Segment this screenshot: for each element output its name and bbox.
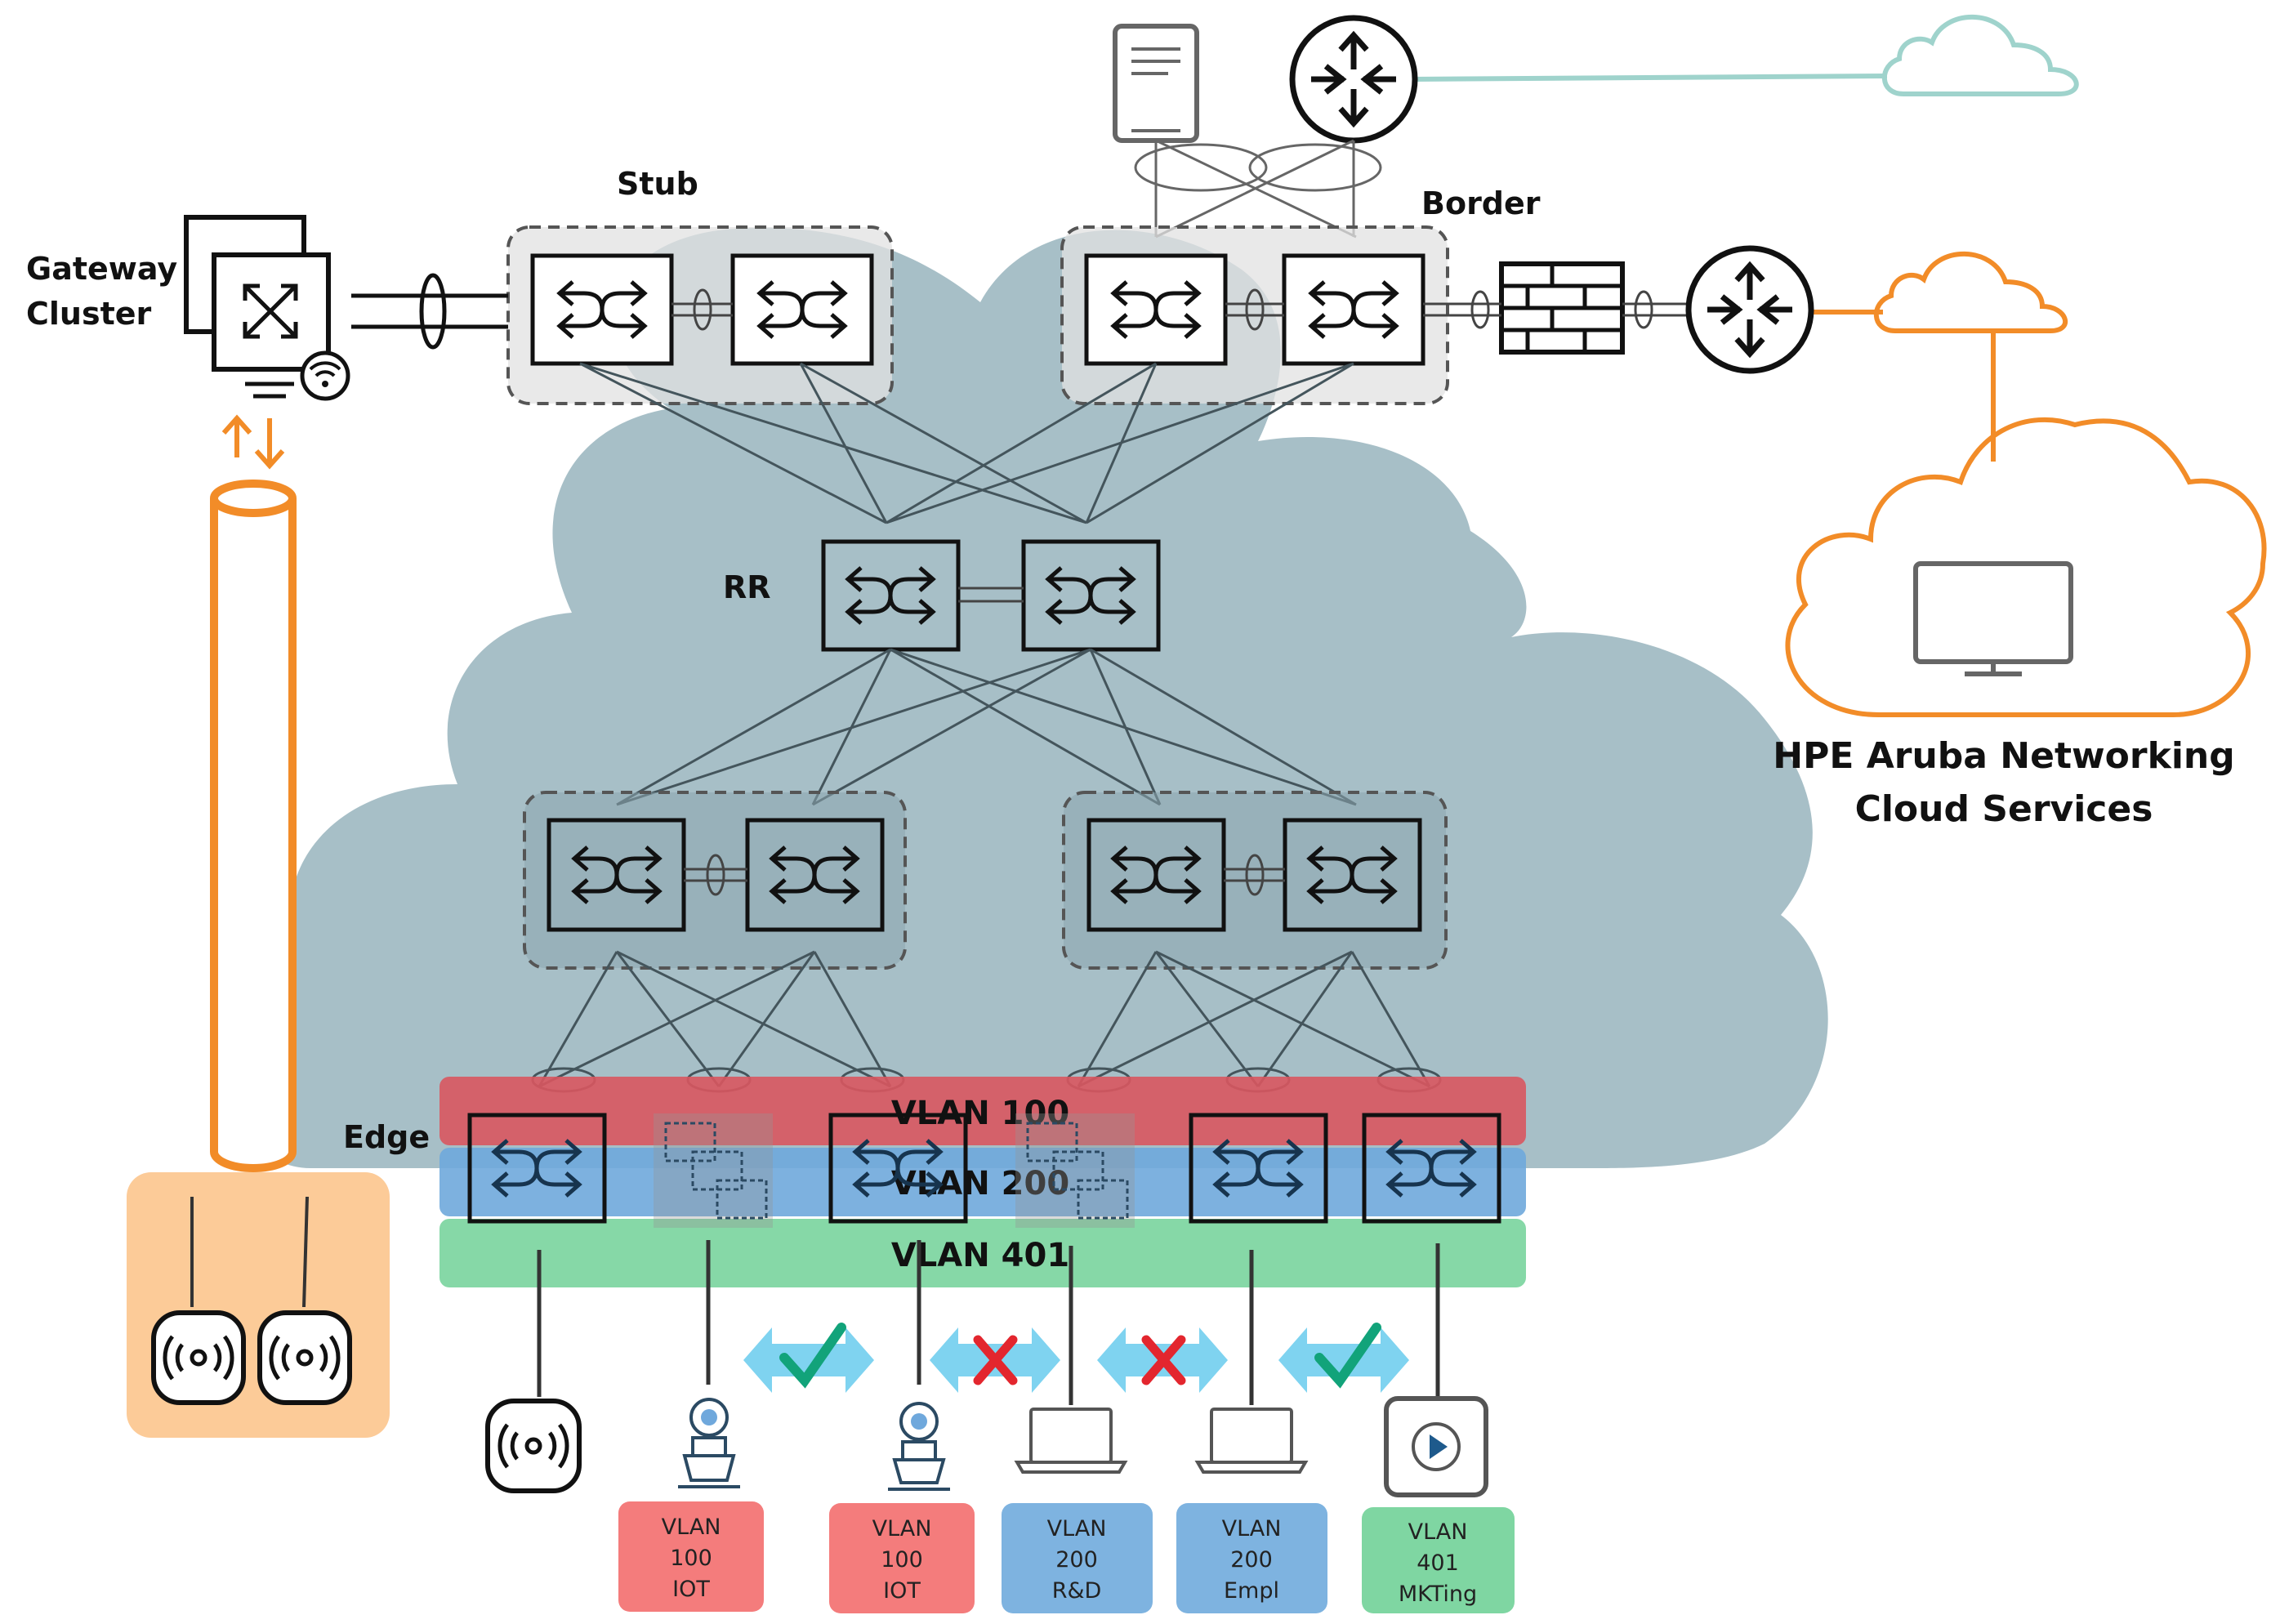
edge-switch-stack-1 bbox=[654, 1113, 773, 1228]
tag-name: IOT bbox=[883, 1578, 921, 1604]
tag-name: Empl bbox=[1224, 1578, 1279, 1604]
vlan-band-401 bbox=[439, 1219, 1526, 1287]
tag-vlan: VLAN bbox=[662, 1515, 721, 1540]
tag-id: 200 bbox=[1055, 1547, 1098, 1573]
policy-arrow-empl-mkt bbox=[1278, 1327, 1409, 1393]
tag-name: IOT bbox=[672, 1577, 710, 1602]
stub-switch-2 bbox=[730, 253, 874, 366]
allow-check-icon bbox=[779, 1323, 846, 1389]
tag-vlan: VLAN bbox=[1222, 1516, 1282, 1541]
laptop-icon-2 bbox=[1194, 1408, 1309, 1474]
edge-switch-stack-2 bbox=[1015, 1113, 1135, 1228]
laptop-icon-1 bbox=[1014, 1408, 1128, 1474]
tag-name: MKTing bbox=[1399, 1582, 1477, 1607]
access-point-2 bbox=[257, 1310, 352, 1405]
policy-arrow-iot-iot bbox=[743, 1327, 874, 1393]
tunnel-pipe bbox=[210, 414, 297, 1172]
agg-switch-3 bbox=[1086, 818, 1226, 932]
cloud-label-line1: HPE Aruba Networking bbox=[1773, 735, 2234, 777]
media-player-icon bbox=[1384, 1396, 1488, 1497]
server-icon bbox=[1113, 24, 1199, 143]
rr-label: RR bbox=[723, 569, 771, 605]
allow-check-icon bbox=[1314, 1323, 1381, 1389]
vlan-band-200 bbox=[439, 1148, 1526, 1216]
edge-switch-3 bbox=[1189, 1113, 1328, 1224]
tag-vlan: VLAN bbox=[1408, 1519, 1468, 1545]
stub-label: Stub bbox=[617, 166, 698, 202]
border-switch-2 bbox=[1282, 253, 1426, 366]
access-point-1 bbox=[151, 1310, 246, 1405]
internet-router-icon bbox=[1292, 18, 1415, 141]
deny-x-icon bbox=[1141, 1335, 1186, 1385]
gateway-cluster-icon bbox=[184, 215, 350, 401]
endpoint-tag: VLAN 100 IOT bbox=[829, 1503, 975, 1613]
endpoint-tag: VLAN 100 IOT bbox=[618, 1501, 764, 1612]
tag-name: R&D bbox=[1052, 1578, 1102, 1604]
agg-switch-2 bbox=[745, 818, 885, 932]
tag-id: 100 bbox=[670, 1546, 712, 1571]
tag-id: 200 bbox=[1230, 1547, 1273, 1573]
border-label: Border bbox=[1421, 185, 1541, 221]
wan-router-icon bbox=[1689, 248, 1811, 371]
agg-switch-4 bbox=[1283, 818, 1422, 932]
endpoint-tag: VLAN 401 MKTing bbox=[1362, 1507, 1515, 1613]
tag-id: 100 bbox=[881, 1547, 923, 1573]
aruba-cloud bbox=[1785, 417, 2267, 717]
tag-id: 401 bbox=[1417, 1550, 1459, 1576]
deny-x-icon bbox=[973, 1335, 1018, 1385]
gateway-label-line2: Cluster bbox=[26, 296, 152, 332]
agg-switch-1 bbox=[547, 818, 686, 932]
iot-sensor-icon-1 bbox=[678, 1398, 740, 1488]
cloud-label-line2: Cloud Services bbox=[1855, 788, 2153, 830]
edge-label: Edge bbox=[343, 1119, 430, 1155]
firewall-icon bbox=[1499, 261, 1625, 355]
monitor-icon bbox=[1913, 561, 2073, 676]
edge-switch-1 bbox=[467, 1113, 607, 1224]
endpoint-access-point bbox=[485, 1399, 582, 1493]
vlan-band-100 bbox=[439, 1077, 1526, 1145]
endpoint-tag: VLAN 200 Empl bbox=[1176, 1503, 1327, 1613]
stub-switch-1 bbox=[530, 253, 674, 366]
gateway-label-line1: Gateway bbox=[26, 251, 177, 287]
endpoint-tag: VLAN 200 R&D bbox=[1002, 1503, 1153, 1613]
iot-sensor-icon-2 bbox=[888, 1402, 950, 1491]
tag-vlan: VLAN bbox=[872, 1516, 932, 1541]
border-switch-1 bbox=[1084, 253, 1228, 366]
tag-vlan: VLAN bbox=[1047, 1516, 1107, 1541]
edge-switch-4 bbox=[1362, 1113, 1501, 1224]
small-orange-cloud bbox=[1873, 251, 2068, 333]
edge-switch-2 bbox=[828, 1113, 968, 1224]
internet-cloud bbox=[1881, 14, 2079, 96]
